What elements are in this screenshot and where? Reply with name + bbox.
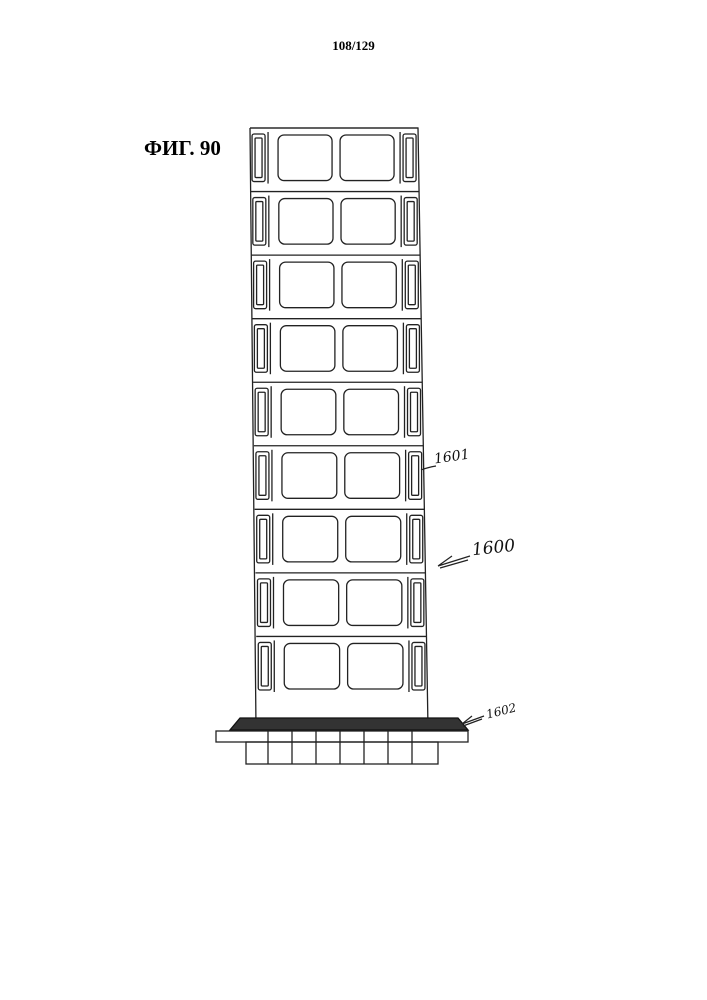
edge-slot-right-inner xyxy=(411,392,418,432)
edge-slot-right-inner xyxy=(407,202,414,242)
edge-slot-left-inner xyxy=(259,456,266,496)
leader-1602-arrow xyxy=(462,716,484,726)
grid-cell xyxy=(342,262,396,308)
edge-slot-left-inner xyxy=(260,583,267,623)
grid-cell xyxy=(283,516,338,562)
grid-cell xyxy=(348,643,403,689)
edge-slot-right xyxy=(404,198,417,246)
edge-slot-left-inner xyxy=(258,392,265,432)
grid-cell xyxy=(280,262,334,308)
edge-slot-left xyxy=(252,134,265,182)
edge-slot-left-inner xyxy=(257,329,264,369)
edge-slot-right xyxy=(410,515,423,563)
reference-leaders xyxy=(421,466,484,726)
edge-slot-right xyxy=(411,579,424,627)
edge-slot-right xyxy=(406,325,419,373)
grid-cell xyxy=(284,643,339,689)
edge-slot-left-inner xyxy=(256,202,263,242)
edge-slot-right-inner xyxy=(415,646,422,686)
grid-cell xyxy=(278,135,332,181)
edge-slot-right xyxy=(405,261,418,309)
grid-cell xyxy=(345,453,400,499)
base-flange xyxy=(216,731,468,742)
edge-slot-left xyxy=(257,515,270,563)
edge-slot-right-inner xyxy=(409,329,416,369)
leader-1600-arrow xyxy=(438,556,470,568)
base-foot xyxy=(246,742,438,764)
edge-slot-right-inner xyxy=(406,138,413,178)
tower-base xyxy=(216,718,468,764)
edge-slot-left xyxy=(253,198,266,246)
edge-slot-right xyxy=(403,134,416,182)
edge-slot-right xyxy=(412,642,425,690)
grid-cell xyxy=(346,516,401,562)
edge-slot-left-inner xyxy=(260,519,267,559)
edge-slot-left-inner xyxy=(255,138,262,178)
grid-cell xyxy=(340,135,394,181)
grid-cell xyxy=(343,326,398,372)
edge-slot-left xyxy=(254,325,267,373)
grid-cell xyxy=(341,199,395,245)
edge-slot-left xyxy=(257,579,270,627)
edge-slot-right-inner xyxy=(408,265,415,305)
grid-cell xyxy=(344,389,399,435)
edge-slot-left-inner xyxy=(261,646,268,686)
grid-cell xyxy=(279,199,333,245)
edge-slot-left xyxy=(255,388,268,436)
edge-slot-right xyxy=(408,388,421,436)
grid-cell xyxy=(347,580,402,626)
grid-cell xyxy=(282,453,337,499)
edge-slot-right-inner xyxy=(414,583,421,623)
edge-slot-left xyxy=(258,642,271,690)
edge-slot-right-inner xyxy=(413,519,420,559)
grid-cell xyxy=(283,580,338,626)
grid-cell xyxy=(280,326,335,372)
edge-slot-left xyxy=(254,261,267,309)
edge-slot-right xyxy=(409,452,422,500)
base-plate xyxy=(230,718,468,730)
grid-cell xyxy=(281,389,336,435)
mesh-tower xyxy=(250,128,428,728)
edge-slot-left-inner xyxy=(257,265,264,305)
edge-slot-left xyxy=(256,452,269,500)
edge-slot-right-inner xyxy=(412,456,419,496)
